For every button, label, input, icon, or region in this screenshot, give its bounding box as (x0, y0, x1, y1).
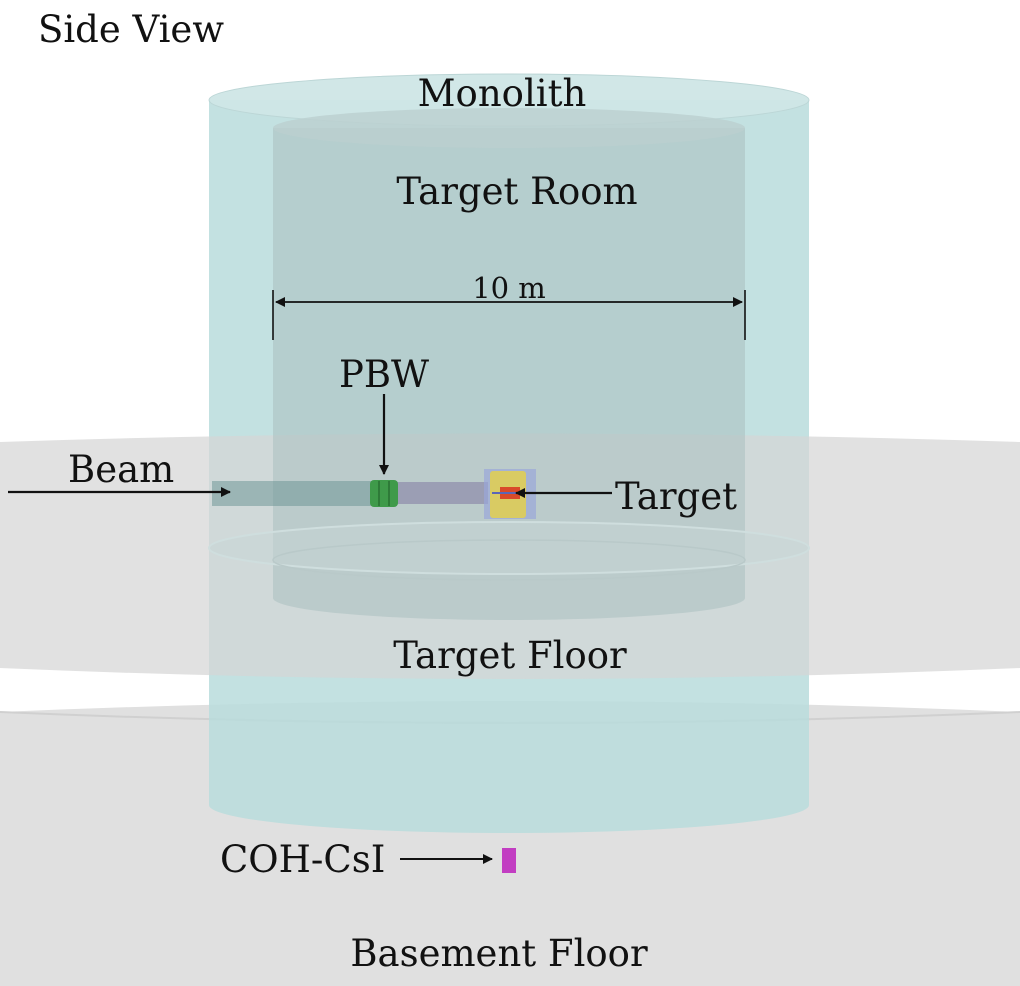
target-label: Target (615, 475, 737, 518)
pbw-label: PBW (339, 353, 429, 396)
detector-label: COH-CsI (220, 838, 385, 881)
target-room-label: Target Room (396, 170, 637, 213)
dimension-line (272, 290, 746, 340)
target-floor-surface (208, 521, 810, 581)
pbw-component (370, 480, 398, 507)
basement-floor-label: Basement Floor (350, 932, 648, 975)
beam-label: Beam (68, 448, 174, 491)
beam-pipe-inner (396, 482, 488, 504)
monolith-label: Monolith (418, 72, 587, 115)
target-floor-label: Target Floor (393, 634, 627, 677)
coh-csi-detector (502, 848, 516, 873)
dimension-label: 10 m (472, 271, 546, 305)
view-title: Side View (38, 8, 224, 51)
beam-pipe (212, 481, 372, 506)
